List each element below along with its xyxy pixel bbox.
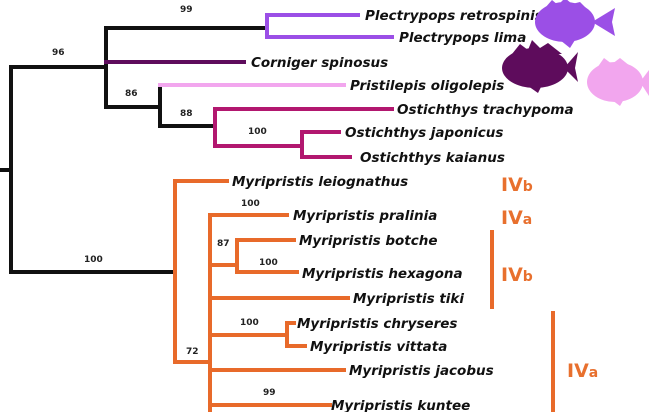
bootstrap-value: 100 — [84, 255, 103, 265]
taxon-label: Ostichthys kaianus — [360, 150, 505, 166]
fish-silhouette-pristilepis-icon — [587, 58, 649, 106]
bootstrap-value: 96 — [52, 48, 65, 58]
bootstrap-value: 86 — [125, 89, 138, 99]
bootstrap-value: 99 — [263, 388, 276, 398]
taxon-label: Pristilepis oligolepis — [350, 78, 504, 94]
branch-plectrypops — [265, 13, 394, 39]
bootstrap-value: 100 — [259, 258, 278, 268]
group-label-iva: IVa — [501, 207, 532, 229]
branch-ostichthys — [213, 107, 394, 159]
branch-root — [0, 26, 269, 274]
branch-myripristis — [173, 179, 555, 412]
bootstrap-value: 87 — [217, 239, 230, 249]
taxon-label: Myripristis leiognathus — [232, 174, 408, 190]
bootstrap-value: 100 — [248, 127, 267, 137]
taxon-label: Myripristis jacobus — [349, 363, 494, 379]
taxon-label: Ostichthys trachypoma — [397, 102, 574, 118]
group-label-iva: IVa — [567, 360, 598, 382]
taxon-label: Myripristis vittata — [310, 339, 447, 355]
bootstrap-value: 100 — [241, 199, 260, 209]
taxon-label: Myripristis chryseres — [297, 316, 457, 332]
taxon-label: Myripristis pralinia — [293, 208, 437, 224]
fish-silhouette-plectrypops-icon — [535, 0, 615, 48]
taxon-label: Corniger spinosus — [251, 55, 388, 71]
bootstrap-value: 72 — [186, 347, 199, 357]
fish-silhouette-corniger-icon — [502, 40, 578, 93]
group-label-ivb: IVb — [501, 264, 533, 286]
bootstrap-value: 99 — [180, 5, 193, 15]
taxon-label: Myripristis hexagona — [302, 266, 463, 282]
taxon-label: Myripristis kuntee — [331, 398, 470, 412]
bootstrap-value: 100 — [240, 318, 259, 328]
group-label-ivb: IVb — [501, 174, 533, 196]
taxon-label: Plectrypops retrospinis — [365, 8, 543, 24]
bootstrap-value: 88 — [180, 109, 193, 119]
taxon-label: Myripristis botche — [299, 233, 437, 249]
taxon-label: Ostichthys japonicus — [345, 125, 503, 141]
taxon-label: Plectrypops lima — [399, 30, 526, 46]
taxon-label: Myripristis tiki — [353, 291, 464, 307]
